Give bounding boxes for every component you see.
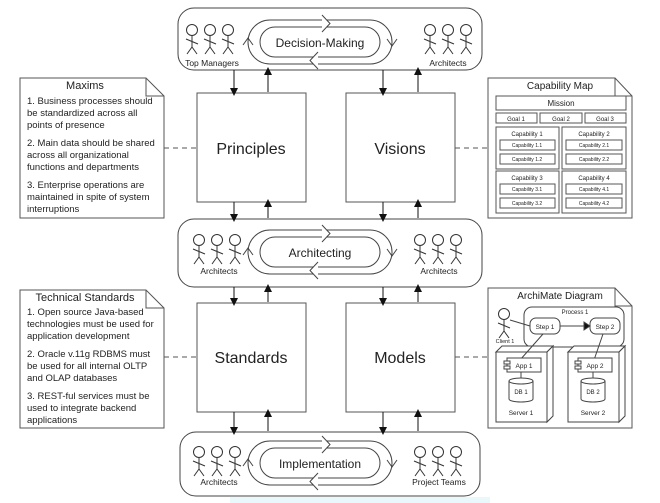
actor-label: Architects [420, 266, 457, 276]
capability-label: Capability 1 [511, 132, 543, 138]
capability-map-title: Capability Map [527, 81, 594, 92]
db1-label: DB 1 [514, 390, 528, 396]
app2-label: App 2 [587, 363, 604, 370]
maxims-title: Maxims [66, 80, 104, 92]
actor-label: Architects [200, 477, 237, 487]
implementation-lane [179, 431, 481, 497]
server1-label: Server 1 [509, 410, 534, 417]
technical-standards-note [19, 289, 165, 429]
maxim-item: 2. Main data should be shared across all… [27, 138, 155, 173]
principles-box [196, 92, 307, 203]
actor-label: Top Managers [185, 58, 239, 68]
step1-label: Step 1 [536, 324, 555, 331]
archimate-figure [494, 306, 627, 424]
db2-label: DB 2 [586, 390, 600, 396]
server2-label: Server 2 [581, 410, 606, 417]
capability-label: Capability 4 [578, 176, 610, 182]
app1-component [506, 357, 542, 373]
decision-making-lane [177, 7, 483, 71]
actor-label: Architects [429, 58, 466, 68]
goal-label: Goal 2 [552, 117, 570, 123]
maxims-note [19, 77, 165, 219]
capability-label: Capability 3 [511, 176, 543, 182]
standard-item: 2. Oracle v.11g RDBMS must be used for a… [27, 349, 151, 384]
technical-standards-title: Technical Standards [35, 292, 135, 304]
goal-label: Goal 3 [596, 117, 614, 123]
standards-box [196, 302, 307, 413]
goal-box [584, 112, 627, 124]
sub-capability-label: Capability 1.1 [512, 143, 543, 149]
process-name: Process 1 [562, 310, 589, 316]
sub-capability-label: Capability 4.2 [579, 201, 610, 207]
mission-label: Mission [547, 99, 574, 108]
goal-box [495, 112, 538, 124]
sub-capability-label: Capability 3.2 [512, 201, 543, 207]
dashed-connectors [164, 147, 488, 358]
technical-standards-list: 1. Open source Java-based technologies m… [27, 307, 162, 433]
sub-capability-label: Capability 3.1 [512, 187, 543, 193]
architecting-lane [177, 218, 483, 288]
goal-label: Goal 1 [507, 117, 525, 123]
principles-label: Principles [216, 141, 285, 158]
maxim-item: 3. Enterprise operations are maintained … [27, 180, 150, 215]
standard-item: 1. Open source Java-based technologies m… [27, 307, 154, 342]
selection-highlight [230, 497, 490, 503]
standards-label: Standards [215, 350, 288, 367]
archimate-title: ArchiMate Diagram [517, 291, 603, 302]
capability-label: Capability 2 [578, 132, 610, 138]
app2-component [577, 357, 613, 373]
maxim-item: 1. Business processes should be standard… [27, 96, 153, 131]
app1-label: App 1 [516, 363, 533, 370]
sub-capability-label: Capability 2.2 [579, 157, 610, 163]
actor-label: Project Teams [412, 477, 466, 487]
visions-box [345, 92, 456, 203]
actor-label: Architects [200, 266, 237, 276]
client-label: Client 1 [496, 339, 515, 345]
maxims-list: 1. Business processes should be standard… [27, 96, 162, 222]
flow-arrows [230, 67, 422, 435]
visions-label: Visions [374, 141, 425, 158]
sub-capability-label: Capability 2.1 [579, 143, 610, 149]
sub-capability-label: Capability 1.2 [512, 157, 543, 163]
process-label-decision-making: Decision-Making [276, 36, 365, 50]
process-label-architecting: Architecting [289, 246, 352, 260]
models-box [345, 302, 456, 413]
models-label: Models [374, 350, 426, 367]
standard-item: 3. REST-ful services must be used to int… [27, 391, 150, 426]
goal-box [539, 112, 583, 124]
step2-label: Step 2 [596, 324, 615, 331]
mission-box [495, 95, 627, 111]
process-label-implementation: Implementation [279, 457, 361, 471]
sub-capability-label: Capability 4.1 [579, 187, 610, 193]
